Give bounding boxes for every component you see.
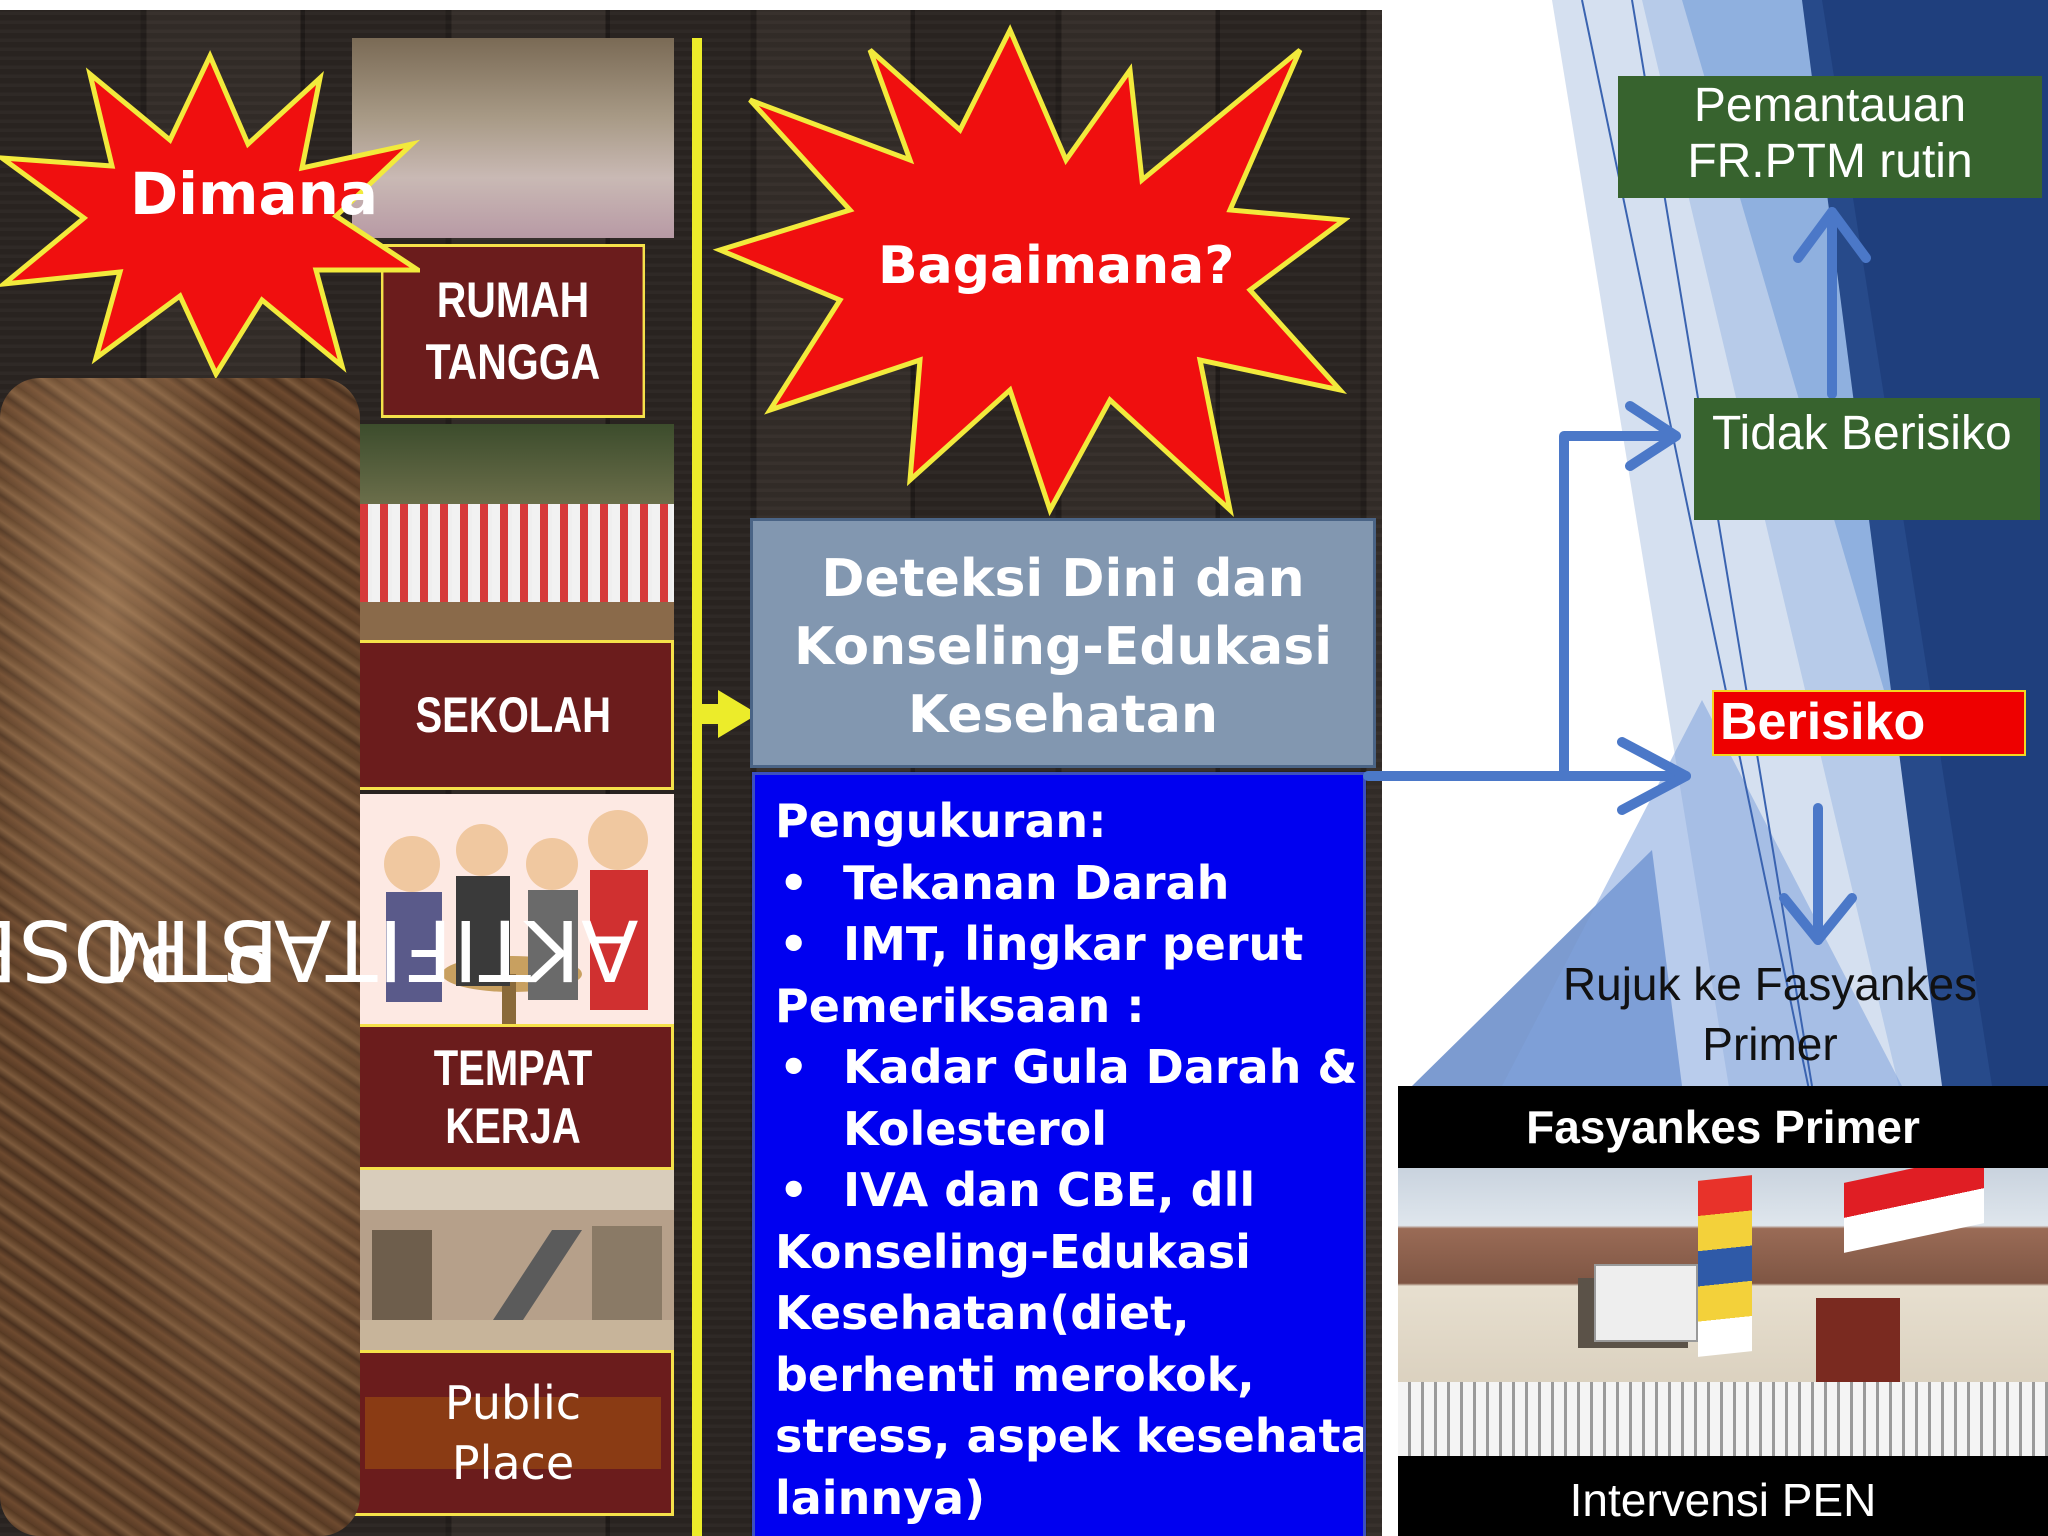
facility-photo xyxy=(1398,1168,2048,1456)
measurement-heading: Pengukuran: xyxy=(775,794,1107,848)
list-item: • IVA dan CBE, dll xyxy=(775,1160,1363,1222)
examination-heading: Pemeriksaan : xyxy=(775,978,1145,1033)
not-at-risk-box: Tidak Berisiko xyxy=(1694,398,2040,520)
location-school-label: SEKOLAH xyxy=(352,640,674,790)
arrow-head-monitoring xyxy=(1793,207,1871,263)
monitoring-line2: FR.PTM rutin xyxy=(1687,135,1973,188)
location-public-line1: Public xyxy=(444,1376,582,1430)
bullet-icon: • xyxy=(779,1163,809,1217)
starburst-where xyxy=(0,49,420,378)
detection-line3: Kesehatan xyxy=(908,685,1218,745)
location-workplace-text: TEMPAT KERJA xyxy=(433,1040,593,1154)
flag-icon xyxy=(1844,1168,1984,1253)
measurement-box: Pengukuran: • Tekanan Darah • IMT, lingkar… xyxy=(752,772,1366,1536)
counseling-text-3: berhenti merokok, xyxy=(775,1347,1255,1402)
location-public-line2: Place xyxy=(451,1436,575,1490)
photo-sign xyxy=(1594,1264,1698,1342)
item-cholesterol: Kolesterol xyxy=(843,1101,1108,1156)
photo-household xyxy=(352,38,674,238)
label-band xyxy=(365,1397,661,1469)
facility-title: Fasyankes Primer xyxy=(1398,1086,2048,1168)
location-household-line1: RUMAH xyxy=(436,272,590,328)
location-household-label: RUMAH TANGGA xyxy=(380,244,646,418)
detection-line1: Deteksi Dini dan xyxy=(821,549,1305,609)
arrow-head-not-at-risk xyxy=(1625,401,1681,471)
bullet-icon: • xyxy=(779,1040,809,1094)
counseling-text-2: Kesehatan(diet, xyxy=(775,1286,1190,1340)
arrow-head-at-risk xyxy=(1617,737,1691,815)
referral-line1: Rujuk ke Fasyankes xyxy=(1562,958,1978,1010)
item-bmi: IMT, lingkar perut xyxy=(843,917,1304,971)
starburst-where-text: Dimana xyxy=(130,160,379,228)
counseling-text-4: stress, aspek kesehatan xyxy=(775,1409,1366,1463)
monitoring-box: Pemantauan FR.PTM rutin xyxy=(1618,76,2042,198)
location-workplace-label: TEMPAT KERJA xyxy=(352,1024,674,1170)
at-risk-box: Berisiko xyxy=(1712,690,2026,756)
photo-public-place xyxy=(352,1170,674,1352)
counseling-text-5: lainnya) xyxy=(775,1470,986,1525)
starburst-how-text: Bagaimana? xyxy=(878,236,1235,296)
list-item: • IMT, lingkar perut xyxy=(775,914,1363,976)
counseling-text-1: Konseling-Edukasi xyxy=(775,1224,1251,1279)
starburst-how xyxy=(712,24,1350,518)
not-at-risk-text: Tidak Berisiko xyxy=(1712,407,2012,460)
flag-icon xyxy=(1698,1175,1752,1357)
list-item: • Tekanan Darah xyxy=(775,853,1363,915)
early-detection-box: Deteksi Dini dan Konseling-Edukasi Keseh… xyxy=(750,518,1376,768)
monitoring-line1: Pemantauan xyxy=(1693,79,1967,132)
list-item: • Kadar Gula Darah & Kolesterol xyxy=(775,1037,1363,1160)
item-iva-cbe: IVA dan CBE, dll xyxy=(843,1163,1256,1217)
item-blood-sugar: Kadar Gula Darah & xyxy=(843,1040,1358,1094)
item-blood-pressure: Tekanan Darah xyxy=(843,855,1230,910)
location-household-line2: TANGGA xyxy=(425,334,601,390)
location-school-text: SEKOLAH xyxy=(415,687,611,743)
photo-door xyxy=(1816,1298,1900,1388)
arrow-to-not-at-risk xyxy=(1363,431,1681,781)
photo-school xyxy=(352,424,674,642)
referral-text: Rujuk ke Fasyankes Primer xyxy=(1500,954,2040,1074)
intervention-label: Intervensi PEN xyxy=(1398,1456,2048,1536)
detection-line2: Konseling-Edukasi xyxy=(793,617,1333,677)
photo-workplace xyxy=(352,794,674,1026)
bullet-icon: • xyxy=(779,917,809,971)
photo-fence xyxy=(1398,1382,2048,1456)
referral-line2: Primer xyxy=(1702,1018,1838,1070)
bullet-icon: • xyxy=(779,855,809,910)
yellow-divider-line xyxy=(692,38,702,1536)
at-risk-text: Berisiko xyxy=(1720,693,1926,751)
title-marble-block xyxy=(0,378,360,1536)
arrow-head-referral xyxy=(1779,893,1857,945)
